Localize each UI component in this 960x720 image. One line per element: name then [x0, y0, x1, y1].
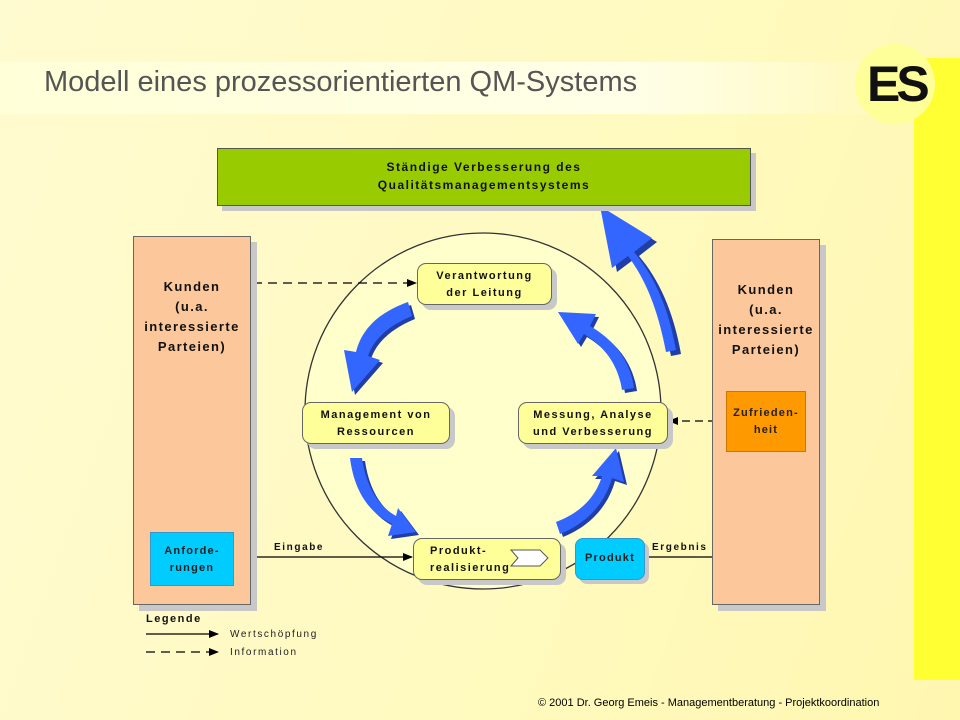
measurement-line-1: Messung, Analyse: [533, 409, 653, 421]
satisfaction-box: Zufrieden- heit: [726, 391, 806, 452]
input-label: Eingabe: [274, 542, 325, 553]
customer-right-line-2: (u.a.: [749, 302, 783, 317]
product-label: Produkt: [585, 552, 635, 564]
requirements-line-2: rungen: [169, 562, 215, 574]
product-box: Produkt: [575, 538, 645, 580]
continuous-improvement-box: Ständige Verbesserung des Qualitätsmanag…: [217, 148, 751, 206]
customer-left-line-3: interessierte: [144, 319, 240, 334]
footer-copyright: © 2001 Dr. Georg Emeis - Managementberat…: [538, 697, 880, 709]
improvement-arrow: [600, 206, 681, 356]
value-chain-chevron-icon: [510, 549, 549, 567]
requirements-line-1: Anforde-: [164, 545, 220, 557]
satisfaction-line-1: Zufrieden-: [733, 407, 799, 419]
cycle-arrow-resources-to-realization: [350, 458, 419, 539]
slide-title: Modell eines prozessorientierten QM-Syst…: [44, 66, 638, 98]
resources-line-1: Management von: [320, 409, 432, 421]
legend-title: Legende: [146, 613, 202, 625]
improvement-line-2: Qualitätsmanagementsystems: [377, 178, 591, 192]
process-realization: Produkt- realisierung: [413, 538, 561, 580]
improvement-line-1: Ständige Verbesserung des: [386, 160, 582, 174]
legend-value-added: Wertschöpfung: [230, 629, 318, 640]
customer-left-line-1: Kunden: [163, 279, 221, 294]
leadership-line-2: der Leitung: [446, 287, 523, 299]
cycle-arrow-leadership-to-resources: [344, 302, 415, 395]
measurement-line-2: und Verbesserung: [533, 426, 653, 438]
customer-left-line-2: (u.a.: [175, 299, 209, 314]
cycle-arrow-measurement-to-leadership: [558, 312, 637, 393]
yellow-side-strip: [914, 58, 960, 680]
process-leadership: Verantwortung der Leitung: [417, 263, 552, 305]
realization-line-1: Produkt-: [430, 545, 488, 557]
process-measurement: Messung, Analyse und Verbesserung: [518, 402, 668, 444]
cycle-arrow-realization-to-measurement: [556, 448, 627, 537]
customer-right-line-4: Parteien): [731, 342, 801, 357]
logo-text: ES: [867, 56, 930, 112]
resources-line-2: Ressourcen: [337, 426, 415, 438]
output-label: Ergebnis: [652, 542, 708, 553]
title-band: [0, 62, 900, 114]
legend-information: Information: [230, 647, 298, 658]
realization-line-2: realisierung: [430, 562, 511, 574]
requirements-box: Anforde- rungen: [150, 532, 234, 586]
customer-right-line-3: interessierte: [718, 322, 814, 337]
company-logo: ES: [855, 44, 935, 124]
leadership-line-1: Verantwortung: [436, 270, 533, 282]
satisfaction-line-2: heit: [753, 424, 779, 436]
customer-left-line-4: Parteien): [157, 339, 227, 354]
process-resources: Management von Ressourcen: [302, 402, 450, 444]
customer-right-line-1: Kunden: [737, 282, 795, 297]
